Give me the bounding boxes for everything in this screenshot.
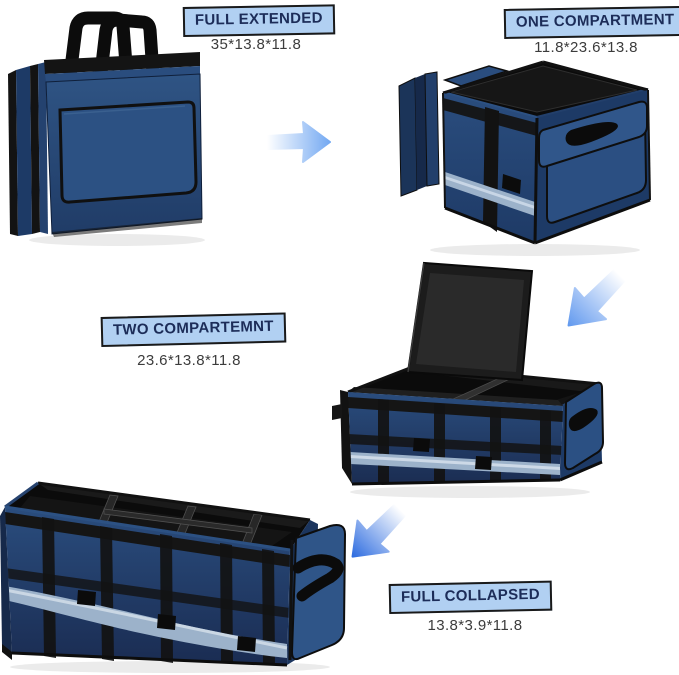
pocket-handle-strap bbox=[292, 554, 344, 602]
pocket-handle-slot bbox=[568, 408, 598, 432]
stage-label-full-extended: FULL EXTENDED bbox=[182, 4, 336, 37]
product-photo-one-compartment bbox=[385, 50, 675, 260]
interior-dividers bbox=[97, 494, 263, 546]
stage-label-two-compartment: TWO COMPARTEMNT bbox=[100, 312, 287, 347]
product-photo-two-compartment bbox=[320, 256, 620, 501]
stage-dimensions-one-compartment: 11.8*23.6*13.8 bbox=[534, 39, 638, 56]
arrow-down-left-icon bbox=[552, 258, 636, 342]
stage-dimensions-two-compartment: 23.6*13.8*11.8 bbox=[137, 352, 241, 369]
product-photo-full-extended bbox=[2, 4, 212, 249]
stage-label-full-collapsed: FULL COLLAPSED bbox=[388, 580, 553, 614]
box-lid bbox=[406, 261, 534, 382]
arrow-right-icon bbox=[266, 118, 332, 166]
pocket-handle-slot bbox=[565, 122, 618, 146]
stage-dimensions-full-extended: 35*13.8*11.8 bbox=[210, 36, 302, 53]
stage-label-one-compartment: ONE COMPARTMENT bbox=[503, 5, 679, 39]
bag-front-flap bbox=[58, 100, 198, 204]
arrow-down-left-icon bbox=[340, 498, 416, 570]
bag-handles bbox=[61, 11, 161, 93]
stage-dimensions-full-collapsed: 13.8*3.9*11.8 bbox=[427, 617, 523, 634]
product-photo-full-open bbox=[0, 468, 350, 675]
